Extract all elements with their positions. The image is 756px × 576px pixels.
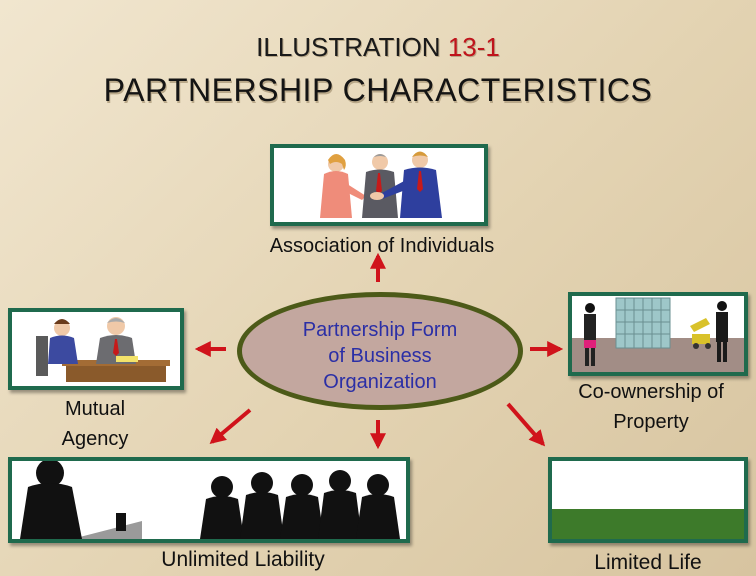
illustration-title: ILLUSTRATION 13-1 <box>0 32 756 63</box>
mutual-agency-label: Mutual Agency <box>40 394 150 454</box>
arrow-down-right <box>506 402 546 447</box>
unlimited-liability-label: Unlimited Liability <box>161 548 325 571</box>
mutual-agency-label-line2: Agency <box>61 428 129 450</box>
center-line-3: Organization <box>323 371 437 393</box>
co-ownership-label: Co-ownership of Property <box>548 377 754 437</box>
co-ownership-label-line2: Property <box>613 411 689 433</box>
building-illustration <box>572 296 744 372</box>
center-line-2: of Business <box>328 345 432 367</box>
illustration-number: 13-1 <box>447 32 500 62</box>
co-ownership-label-line1: Co-ownership of <box>578 381 724 403</box>
mutual-agency-label-line1: Mutual <box>64 398 126 420</box>
arrow-down-left <box>209 408 252 445</box>
association-image-frame <box>270 144 488 226</box>
limited-life-image-frame <box>548 457 748 543</box>
association-label: Association of Individuals <box>269 235 495 257</box>
mutual-agency-image-frame <box>8 308 184 390</box>
center-line-1: Partnership Form <box>302 319 458 341</box>
handshake-illustration <box>320 151 442 218</box>
co-ownership-image-frame <box>568 292 748 376</box>
silhouettes-illustration <box>20 461 400 539</box>
limited-life-label: Limited Life <box>594 551 702 574</box>
center-concept-text: Partnership Form of Business Organizatio… <box>275 317 485 395</box>
page-title: PARTNERSHIP CHARACTERISTICS <box>103 72 653 108</box>
illustration-prefix: ILLUSTRATION <box>256 32 441 62</box>
center-concept-oval: Partnership Form of Business Organizatio… <box>237 292 523 410</box>
meeting-illustration <box>36 317 170 382</box>
unlimited-liability-image-frame <box>8 457 410 543</box>
field-illustration <box>552 461 744 539</box>
